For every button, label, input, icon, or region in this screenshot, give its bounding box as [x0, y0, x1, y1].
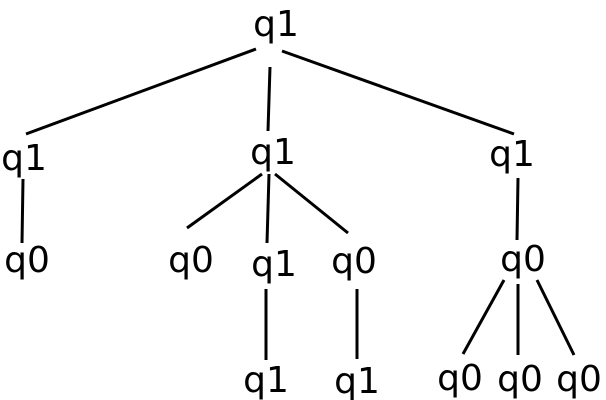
edge-n2-to-n2a: [186, 172, 263, 230]
edge-root-to-n2: [266, 66, 272, 132]
tree-node-n1a: q0: [4, 240, 50, 281]
tree-node-n3a3: q0: [556, 359, 602, 400]
edge-n3a-to-n3a3: [535, 279, 576, 356]
tree-node-n3a2: q0: [497, 359, 543, 400]
tree-node-n3: q1: [489, 134, 535, 175]
edge-n3-to-n3a: [515, 177, 520, 241]
tree-node-n2b: q1: [251, 244, 297, 285]
tree-node-n1: q1: [1, 138, 47, 179]
edge-n2-to-n2c: [274, 172, 349, 235]
tree-node-n2c: q0: [331, 241, 377, 282]
edge-n1-to-n1a: [20, 178, 25, 244]
tree-node-n2c1: q1: [334, 361, 380, 400]
tree-node-n3a: q0: [500, 239, 546, 280]
tree-node-n2b1: q1: [243, 360, 289, 400]
edge-root-to-n3: [281, 49, 515, 136]
edge-n3a-to-n3a1: [461, 279, 506, 355]
tree-node-n3a1: q0: [437, 358, 483, 399]
edge-root-to-n1: [25, 47, 257, 136]
tree-node-root: q1: [253, 4, 299, 45]
edge-n2-to-n2b: [265, 173, 271, 244]
tree-node-n2a: q0: [168, 240, 214, 281]
tree-node-n2: q1: [250, 132, 296, 173]
